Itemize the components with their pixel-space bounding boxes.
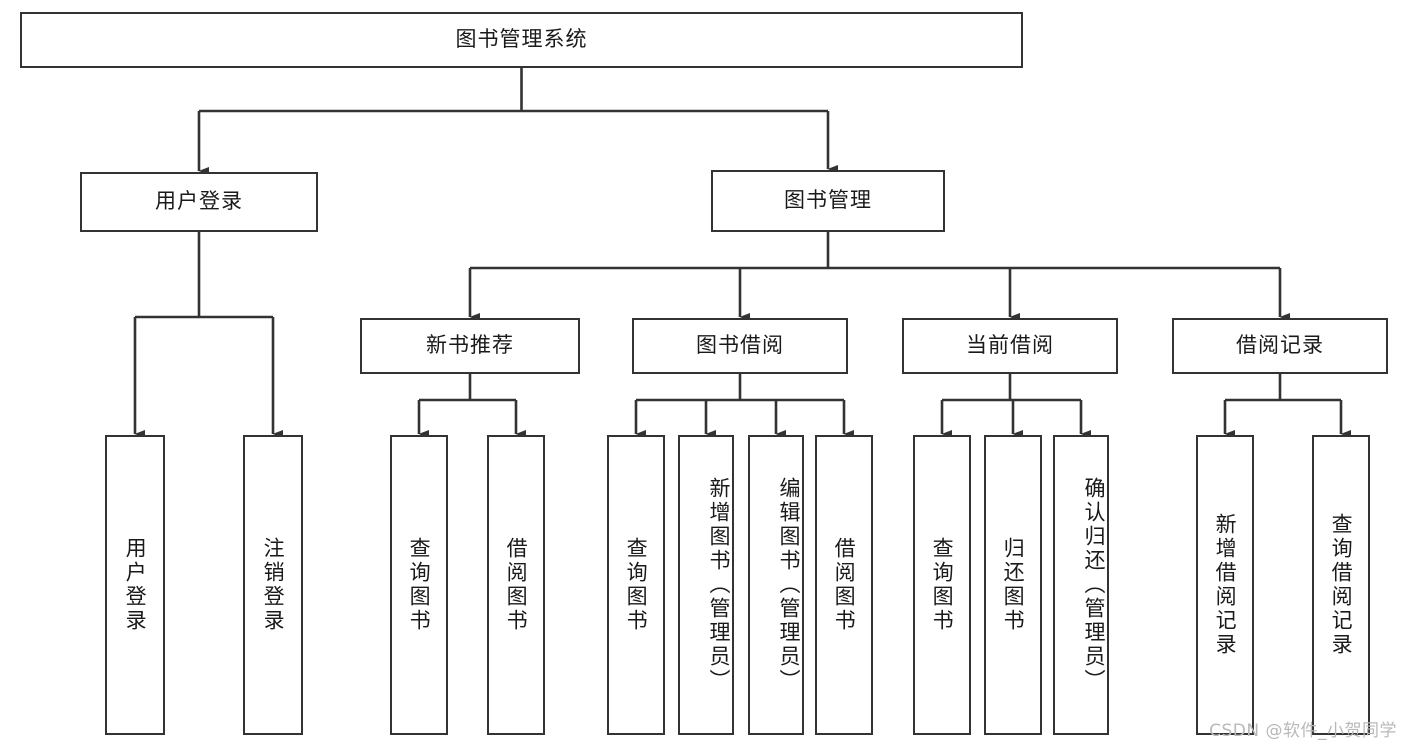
node-label: 确认归还（管理员） [1082,477,1106,693]
node-n-cur[interactable]: 当前借阅 [902,318,1118,374]
node-label: 新增借阅记录 [1213,513,1238,657]
node-n-book[interactable]: 图书管理 [711,170,945,232]
node-label: 查询图书 [930,537,955,633]
node-b-lend[interactable]: 借阅图书 [815,435,873,735]
node-c-return[interactable]: 归还图书 [984,435,1042,735]
node-r-query[interactable]: 查询图书 [390,435,448,735]
node-c-confirm[interactable]: 确认归还（管理员） [1053,435,1109,735]
node-label: 图书借阅 [696,333,784,358]
node-root[interactable]: 图书管理系统 [20,12,1023,68]
node-b-query[interactable]: 查询图书 [607,435,665,735]
node-label: 编辑图书（管理员） [777,477,801,693]
watermark-label: CSDN @软件_小贺同学 [1209,721,1397,741]
node-n-log[interactable]: 借阅记录 [1172,318,1388,374]
node-label: 当前借阅 [966,333,1054,358]
node-g-add[interactable]: 新增借阅记录 [1196,435,1254,735]
node-g-query[interactable]: 查询借阅记录 [1312,435,1370,735]
node-label: 用户登录 [123,537,148,633]
node-label: 查询图书 [407,537,432,633]
node-label: 图书管理 [784,188,872,213]
node-label: 借阅记录 [1236,333,1324,358]
node-l-login[interactable]: 用户登录 [105,435,165,735]
node-label: 查询图书 [624,537,649,633]
node-label: 借阅图书 [504,537,529,633]
node-label: 图书管理系统 [455,27,588,52]
node-label: 归还图书 [1001,537,1026,633]
node-n-login[interactable]: 用户登录 [80,172,318,232]
node-label: 用户登录 [155,189,243,214]
node-b-edit[interactable]: 编辑图书（管理员） [748,435,804,735]
node-label: 新书推荐 [426,333,514,358]
node-label: 新增图书（管理员） [707,477,731,693]
node-label: 查询借阅记录 [1329,513,1354,657]
node-label: 借阅图书 [832,537,857,633]
node-n-borrow[interactable]: 图书借阅 [632,318,848,374]
node-label: 注销登录 [261,537,286,633]
node-r-borrow[interactable]: 借阅图书 [487,435,545,735]
node-n-rec[interactable]: 新书推荐 [360,318,580,374]
node-b-add[interactable]: 新增图书（管理员） [678,435,734,735]
node-l-logout[interactable]: 注销登录 [243,435,303,735]
node-c-query[interactable]: 查询图书 [913,435,971,735]
